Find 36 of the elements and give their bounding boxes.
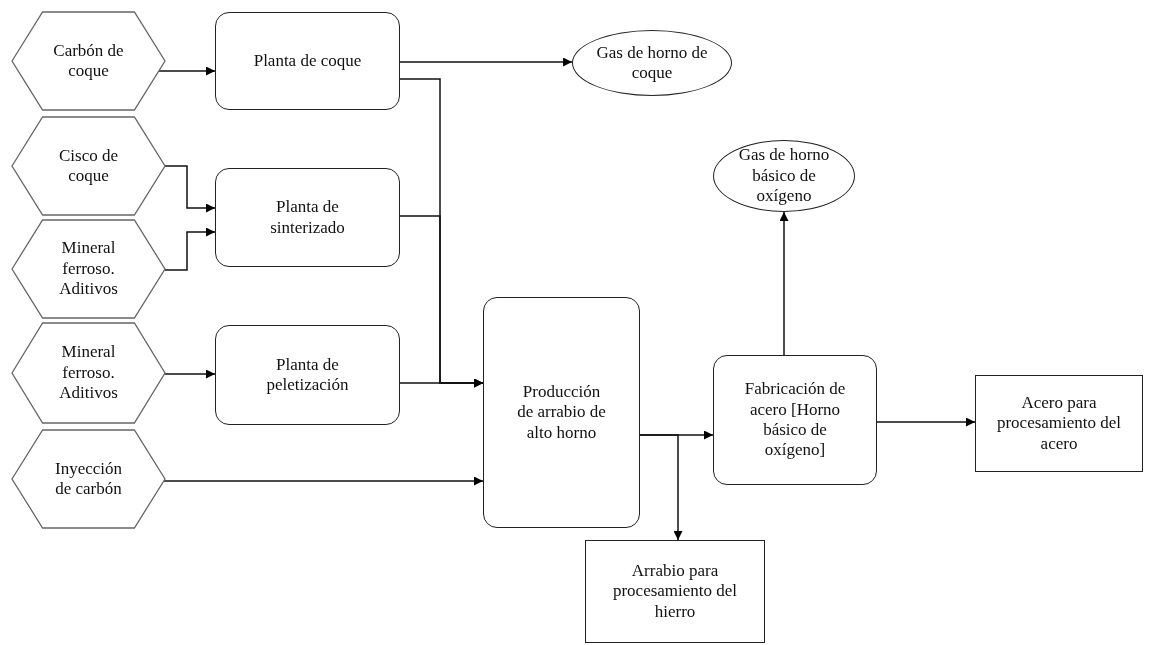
node-label: Cisco de coque [58, 145, 119, 187]
node-label: Planta de coque [253, 50, 362, 72]
node-label: Inyección de carbón [54, 458, 123, 500]
arrow [639, 434, 683, 541]
process-box [713, 355, 877, 485]
node-label: Mineral ferroso. Aditivos [58, 238, 119, 300]
node-label: Arrabio para procesamiento del hierro [611, 560, 739, 623]
arrow [163, 369, 216, 379]
arrow [779, 211, 789, 356]
node-label: Planta de sinterizado [269, 197, 346, 238]
node-label: Producción de arrabio de alto horno [516, 381, 607, 444]
arrow [164, 165, 216, 213]
node-label: Planta de peletización [265, 354, 350, 396]
node-label: Acero para procesamiento del acero [995, 392, 1123, 455]
process-box [215, 12, 400, 110]
input-hexagon [12, 12, 165, 110]
output-box [585, 540, 765, 643]
output-box [975, 375, 1143, 472]
input-hexagon [12, 430, 165, 528]
arrow [158, 66, 216, 76]
process-box [483, 297, 640, 528]
arrow [876, 417, 976, 427]
node-label: Fabricación de acero [Horno básico de oxígeno] [744, 379, 846, 461]
arrow [399, 57, 573, 67]
arrow [399, 378, 484, 388]
node-label: Gas de horno de coque [595, 42, 709, 84]
node-label: Carbón de coque [52, 40, 125, 82]
process-box [215, 168, 400, 267]
arrow [163, 476, 484, 486]
process-box [215, 325, 400, 425]
node-label: Mineral ferroso. Aditivos [58, 342, 119, 404]
input-hexagon [12, 323, 165, 423]
input-hexagon [12, 117, 165, 215]
node-label: Gas de horno básico de oxígeno [737, 145, 831, 207]
input-hexagon [12, 220, 165, 318]
arrow [163, 227, 216, 271]
